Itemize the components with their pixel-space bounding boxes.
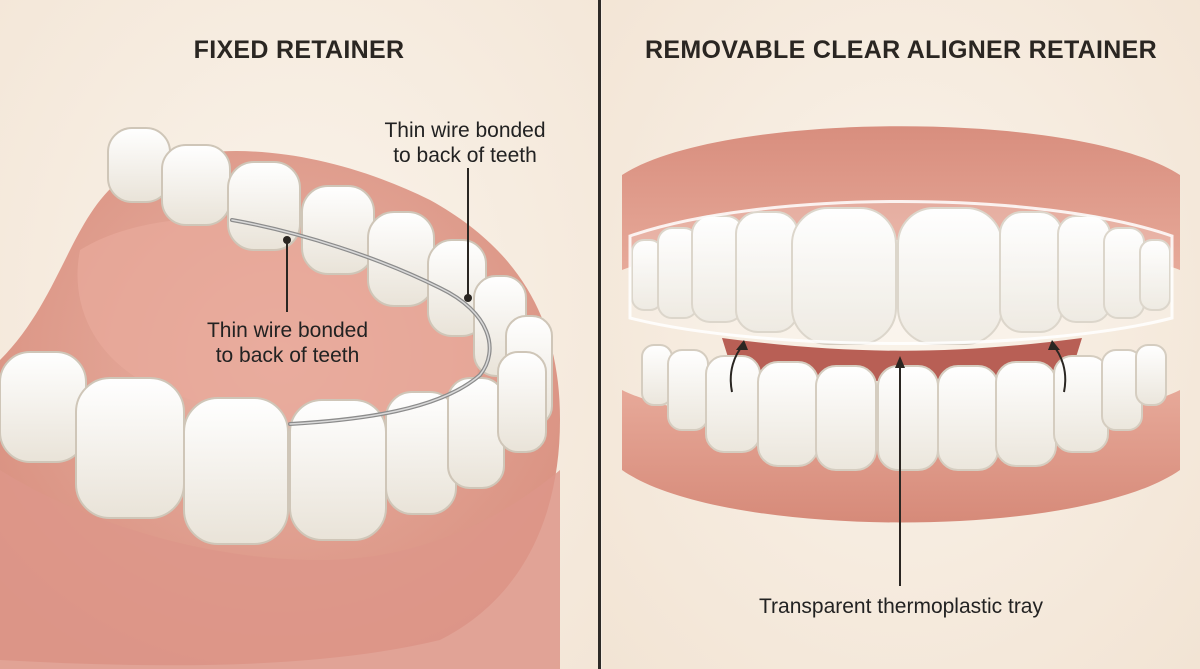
mid-callout-label: Thin wire bonded to back of teeth: [175, 318, 400, 368]
upper-teeth: [631, 207, 1171, 345]
fixed-retainer-panel: FIXED RETAINER Thin wire bonded to back …: [0, 0, 598, 669]
top-callout-dot: [464, 294, 472, 302]
mid-callout-dot: [283, 236, 291, 244]
fixed-retainer-title: FIXED RETAINER: [193, 36, 405, 64]
mid-callout-line-2: to back of teeth: [215, 344, 360, 367]
top-callout-label: Thin wire bonded to back of teeth: [350, 118, 580, 168]
aligner-tray-outline: [628, 200, 1174, 345]
lower-arch-illustration: [0, 127, 560, 669]
panel-divider: [598, 0, 601, 669]
lower-teeth: [641, 344, 1167, 471]
top-callout-line-1: Thin wire bonded: [384, 119, 546, 142]
top-callout-line-2: to back of teeth: [393, 144, 537, 167]
gum-lower-edge: [0, 470, 560, 669]
tray-callout-label: Transparent thermoplastic tray: [758, 595, 1043, 618]
full-smile-illustration: [622, 126, 1180, 586]
clear-aligner-title: REMOVABLE CLEAR ALIGNER RETAINER: [645, 36, 1157, 64]
clear-aligner-panel: REMOVABLE CLEAR ALIGNER RETAINER Transpa…: [602, 0, 1200, 669]
front-teeth: [0, 351, 547, 545]
mid-callout-line-1: Thin wire bonded: [206, 319, 369, 342]
